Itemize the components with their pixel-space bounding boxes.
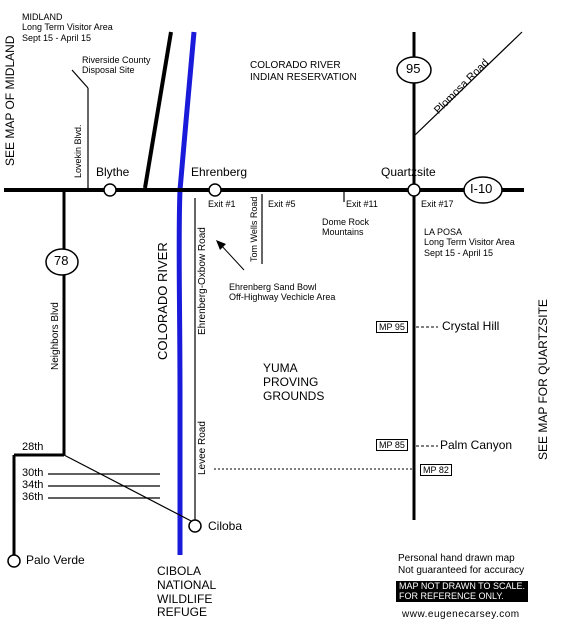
mp82-marker: MP 82 [420, 464, 452, 477]
reservation-label: COLORADO RIVER INDIAN RESERVATION [250, 60, 357, 83]
exit-11-label: Exit #11 [346, 199, 378, 209]
lovekin-blvd-line [71, 69, 89, 89]
lovekin-blvd-label: Lovekin Blvd. [73, 124, 83, 178]
hwy78-label: 78 [54, 253, 69, 268]
palm-canyon-label: Palm Canyon [440, 438, 513, 452]
road-to-ciloba-line [63, 454, 196, 524]
street-34th-label: 34th [22, 479, 44, 491]
ciloba-label: Ciloba [208, 519, 243, 533]
riverside-label: Riverside County Disposal Site [82, 55, 151, 76]
mp95-marker: MP 95 [376, 321, 408, 334]
website-link[interactable]: www.eugenecarsey.com [402, 609, 520, 620]
right-edge-note: SEE MAP FOR QUARTZSITE [536, 299, 550, 460]
exit-17-label: Exit #17 [421, 199, 454, 209]
mp85-marker: MP 85 [376, 439, 408, 452]
levee-road-label: Levee Road [197, 421, 208, 475]
colorado-river-label: COLORADO RIVER [155, 242, 170, 360]
i10-shield [463, 176, 503, 204]
colorado-river-line [176, 31, 197, 555]
plomosa-road-line [413, 31, 523, 137]
street-30th-label: 30th [22, 467, 44, 479]
palo-verde-label: Palo Verde [26, 553, 85, 567]
reservation-boundary-line [143, 31, 173, 189]
crystal-hill-label: Crystal Hill [442, 319, 500, 333]
ehrenberg-oxbow-road-label: Ehrenberg-Oxbow Road [197, 227, 208, 335]
disclaimer-note: Personal hand drawn map Not guaranteed f… [398, 553, 525, 576]
yuma-proving-grounds-label: YUMA PROVING GROUNDS [263, 361, 325, 403]
street-36th-label: 36th [22, 491, 44, 503]
ehrenberg-marker [208, 183, 222, 197]
hwy78-shield [45, 248, 79, 276]
hwy95-label: 95 [406, 61, 421, 76]
tom-wells-road-label: Tom Wells Road [249, 196, 259, 262]
quartzsite-marker [407, 183, 421, 197]
dome-rock-label: Dome Rock Mountains [322, 217, 370, 238]
exit-1-label: Exit #1 [208, 199, 236, 209]
blythe-marker [103, 183, 117, 197]
hwy95-shield [396, 56, 432, 84]
scale-warning: MAP NOT DRAWN TO SCALE. FOR REFERENCE ON… [396, 581, 529, 602]
street-28th-label: 28th [22, 441, 44, 453]
left-edge-note: SEE MAP OF MIDLAND [3, 35, 17, 166]
i10-label: I-10 [470, 181, 493, 196]
cibola-refuge-label: CIBOLA NATIONAL WILDLIFE REFUGE [157, 564, 217, 620]
exit-5-label: Exit #5 [268, 199, 296, 209]
sand-bowl-label: Ehrenberg Sand Bowl Off-Highway Vechicle… [229, 282, 336, 303]
sand-bowl-arrow-head [216, 240, 226, 250]
ciloba-marker [188, 519, 202, 533]
neighbors-blvd-label: Neighbors Blvd [50, 302, 61, 370]
midland-label: MIDLAND Long Term Visitor Area Sept 15 -… [22, 12, 113, 43]
quartzsite-label: Quartzsite [381, 165, 436, 179]
blythe-label: Blythe [96, 165, 130, 179]
la-posa-label: LA POSA Long Term Visitor Area Sept 15 -… [424, 227, 515, 258]
palo-verde-marker [7, 554, 21, 568]
ehrenberg-label: Ehrenberg [191, 165, 248, 179]
sand-bowl-arrow-line [219, 243, 245, 271]
